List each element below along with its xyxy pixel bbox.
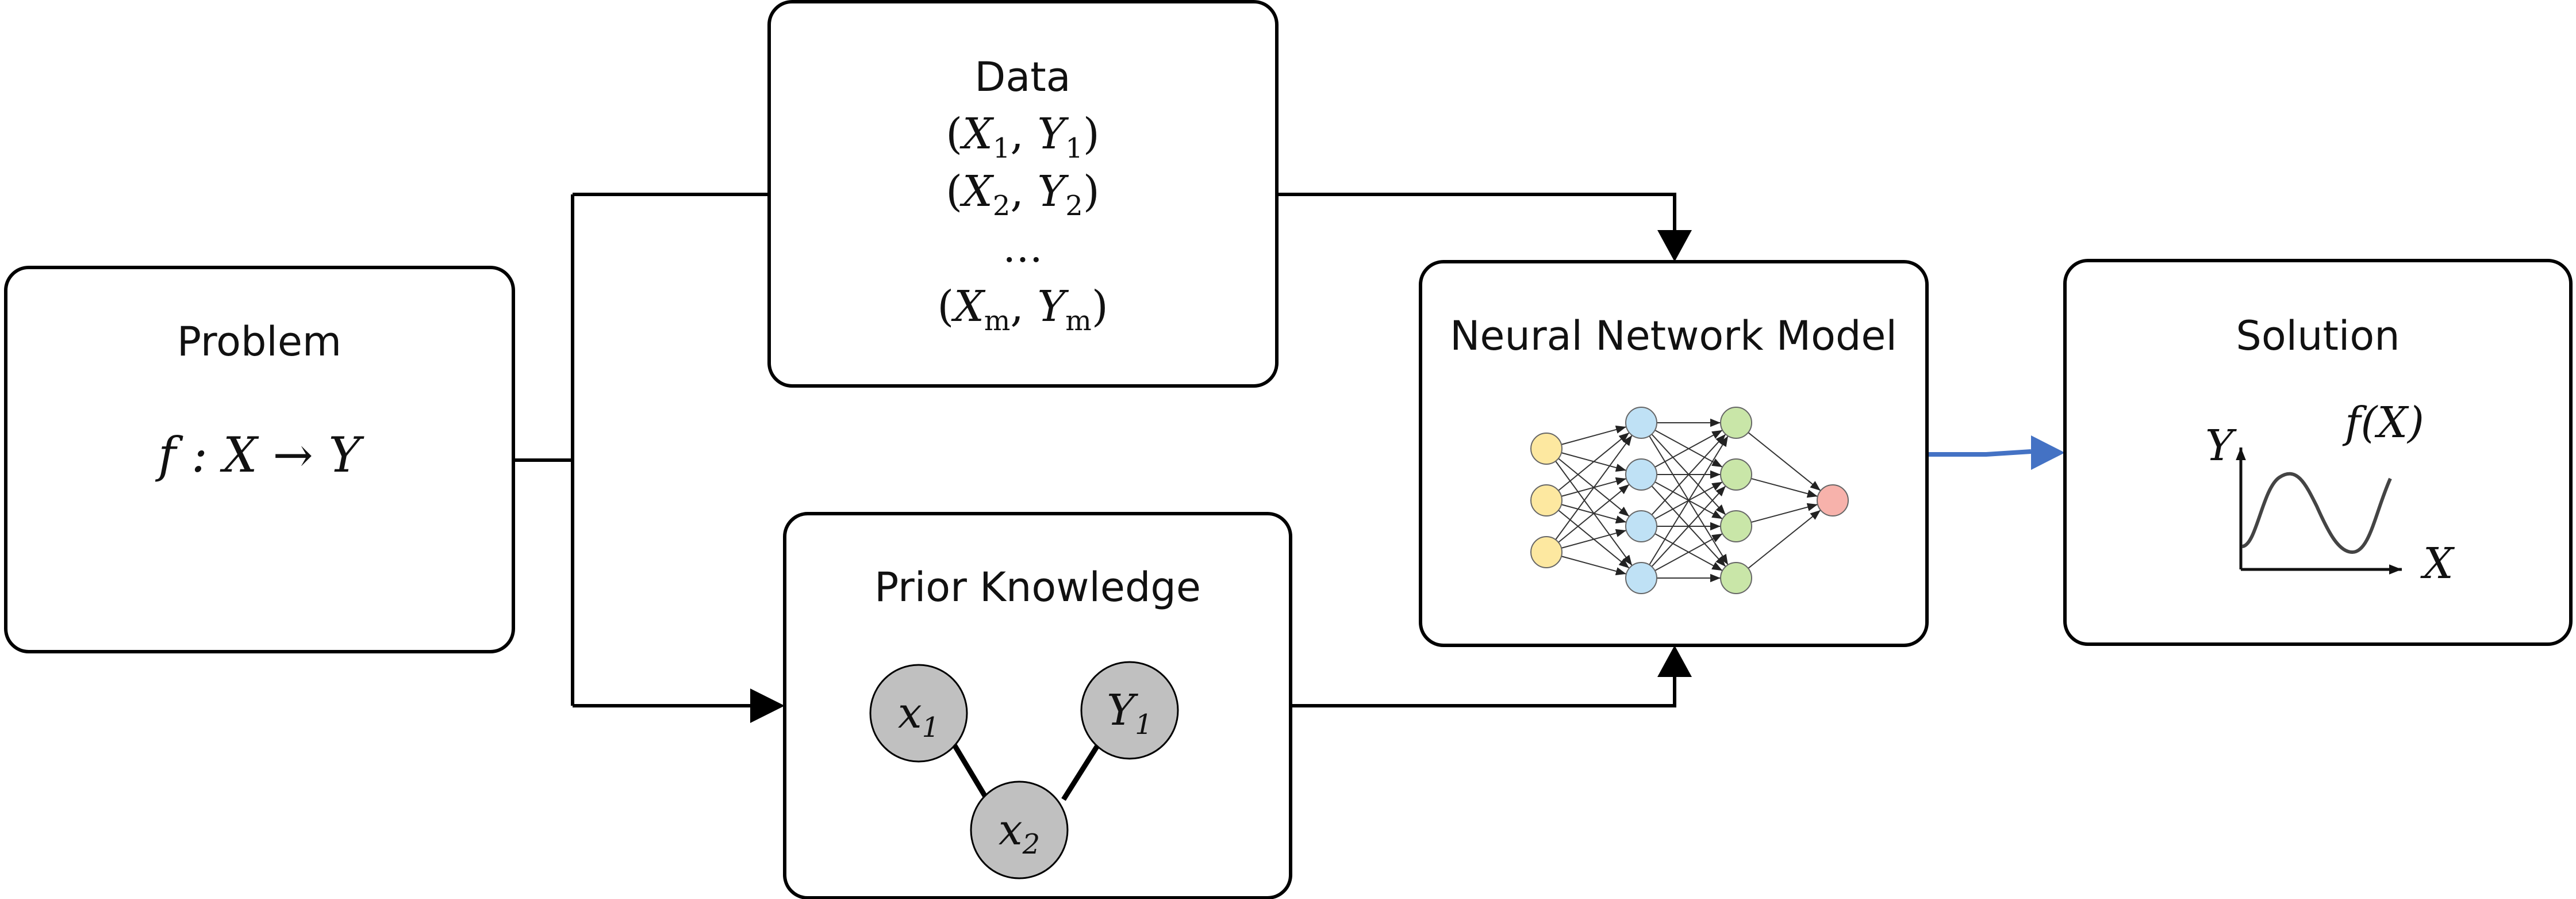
data-row-2-x: X: [959, 167, 995, 216]
prior-node-y1: Y1: [1080, 661, 1179, 760]
nn-edge-l1-3-0: [1649, 435, 1729, 565]
nn-node-l1-1: [1625, 458, 1657, 491]
prior-node-y1-var: Y: [1107, 686, 1138, 735]
arrow-data-to-model: [1277, 193, 1676, 230]
nn-edge-l0-0-0: [1561, 425, 1627, 445]
prior-edge-1: [952, 743, 991, 804]
data-box: Data (X1, Y1) (X2, Y2) … (Xm, Ym): [767, 0, 1279, 388]
prior-node-x2: x2: [970, 781, 1069, 879]
solution-curve: [2241, 472, 2392, 554]
prior-node-x1-sub: 1: [922, 711, 940, 744]
connectors: [513, 177, 2065, 723]
data-row-1-x-sub: 1: [993, 132, 1011, 165]
problem-title: Problem: [177, 318, 341, 365]
data-row-m: (Xm, Ym): [937, 282, 1108, 337]
arrowhead-prior-to-model: [1657, 645, 1692, 677]
prior-node-x2-circle: [970, 781, 1069, 879]
nn-node-l0-2: [1530, 536, 1563, 568]
prior-node-y1-label: Y1: [1107, 686, 1152, 741]
prior-node-x1-circle: [869, 664, 968, 763]
nn-edge-l1-3-2: [1654, 533, 1723, 571]
nn-edge-l0-2-1: [1558, 484, 1630, 543]
nn-edge-l0-2-0: [1555, 435, 1633, 540]
arrowhead-model-to-solution: [2031, 435, 2065, 470]
nn-edge-l1-2-0: [1651, 434, 1726, 515]
nn-node-l2-2: [1720, 510, 1752, 542]
prior-node-x1-label: x1: [898, 688, 939, 744]
nn-node-l0-0: [1530, 433, 1563, 465]
prior-node-y1-circle: [1080, 661, 1179, 760]
prior-node-x2-sub: 2: [1022, 828, 1041, 860]
nn-edge-l2-3-0: [1748, 510, 1821, 569]
nn-edge-l0-2-2: [1561, 529, 1627, 549]
prior-node-x2-label: x2: [999, 805, 1040, 860]
data-row-2-x-sub: 2: [993, 190, 1011, 222]
nn-edge-l0-2-3: [1561, 556, 1627, 576]
nn-node-l2-1: [1720, 458, 1752, 491]
nn-node-l0-1: [1530, 484, 1563, 517]
data-row-m-y: Y: [1037, 282, 1069, 331]
nn-node-l1-0: [1625, 407, 1657, 439]
nn-node-l1-2: [1625, 510, 1657, 542]
model-box: Neural Network Model: [1419, 260, 1929, 647]
data-row-m-y-sub: m: [1065, 305, 1092, 337]
prior-node-x1: x1: [869, 664, 968, 763]
data-row-m-x: X: [951, 282, 986, 331]
nn-edge-l2-2-0: [1750, 503, 1818, 523]
nn-edge-l2-1-0: [1750, 478, 1818, 498]
data-row-2-y: Y: [1037, 167, 1069, 216]
nn-node-l1-3: [1625, 562, 1657, 594]
solution-y-axis-label: Y: [2205, 421, 2237, 470]
nn-edge-l1-3-1: [1651, 485, 1726, 567]
data-row-1-y-sub: 1: [1065, 132, 1083, 165]
prior-node-x1-var: x: [898, 688, 922, 738]
data-title: Data: [974, 53, 1070, 101]
solution-x-axis-label: X: [2420, 539, 2455, 588]
nn-node-l2-3: [1720, 562, 1752, 594]
neural-network-graph: [1530, 407, 1849, 594]
problem-branch-line: [513, 194, 574, 706]
solution-title: Solution: [2236, 312, 2400, 359]
nn-node-l2-0: [1720, 407, 1752, 439]
nn-edge-l1-1-0: [1654, 430, 1723, 468]
prior-knowledge-box: Prior Knowledge x1 Y1 x2: [783, 512, 1292, 899]
prior-edge-2: [1061, 743, 1100, 801]
problem-box: Problem f : X → Y: [4, 266, 515, 653]
solution-func-label: f(X): [2342, 398, 2424, 447]
data-row-2-y-sub: 2: [1065, 190, 1083, 222]
arrow-prior-to-model: [1291, 677, 1676, 707]
nn-edge-l2-0-0: [1748, 432, 1821, 491]
prior-node-y1-sub: 1: [1135, 709, 1153, 741]
nn-node-l3-0: [1817, 484, 1849, 517]
arrowhead-data-to-model: [1657, 230, 1692, 262]
prior-node-x2-var: x: [999, 805, 1023, 855]
data-row-1-x: X: [959, 109, 995, 159]
solution-box: Solution f(X) Y X: [2063, 259, 2573, 646]
problem-formula: f : X → Y: [155, 427, 364, 483]
data-row-1-y: Y: [1037, 109, 1069, 159]
arrowhead-to-prior: [750, 688, 785, 723]
arrow-model-to-solution: [1927, 449, 2032, 457]
nn-edge-l0-1-0: [1558, 432, 1630, 491]
model-title: Neural Network Model: [1450, 312, 1897, 359]
data-row-m-x-sub: m: [984, 305, 1011, 337]
prior-title: Prior Knowledge: [874, 564, 1201, 611]
data-ellipsis: …: [1003, 224, 1043, 271]
